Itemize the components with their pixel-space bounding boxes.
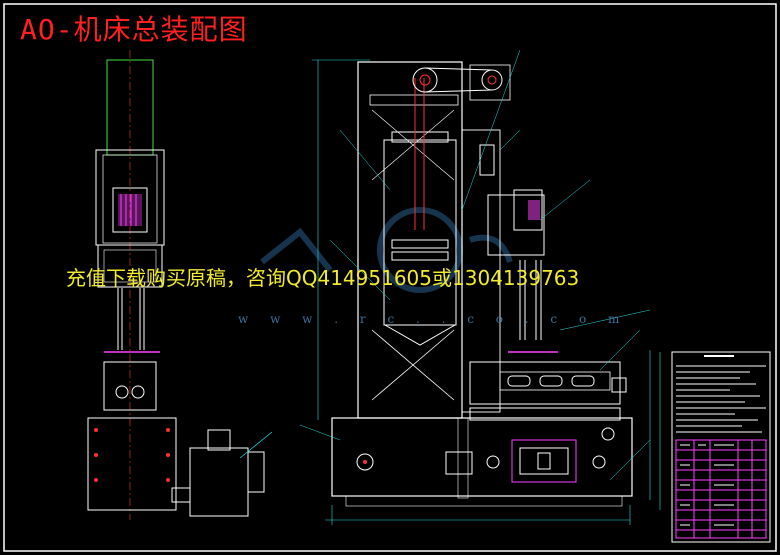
motor-icon [112,187,148,233]
front-view [299,49,661,525]
hydraulic-cylinder [383,139,457,326]
machine-bed [331,417,633,497]
drawing-title: AO-机床总装配图 [20,13,248,46]
drawing-border [3,3,777,552]
pulley-icon [412,67,503,93]
side-view [87,50,273,520]
side-base [87,417,177,511]
watermark-url: w w w . r c . . c o . c o m [238,312,629,326]
slide-table [469,361,621,405]
watermark-logo-icon [260,207,513,293]
control-panel [511,439,577,483]
title-block [671,351,771,543]
drill-head [487,194,545,256]
hydraulic-unit [189,447,249,517]
guide-column [106,59,154,156]
promo-text: 充值下载购买原稿，咨询QQ414951605或1304139763 [66,266,580,290]
